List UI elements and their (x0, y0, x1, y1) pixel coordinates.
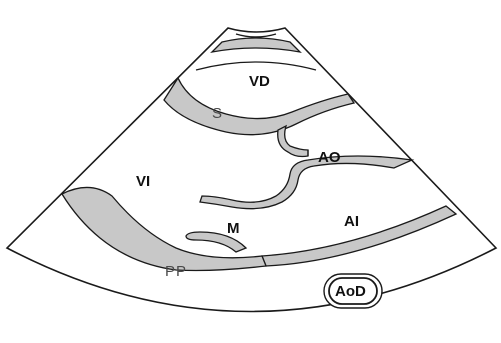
label-descending-aorta: AoD (335, 283, 366, 300)
label-right-ventricle: VD (249, 73, 270, 90)
label-left-ventricle: VI (136, 173, 150, 190)
label-mitral-valve: M (227, 220, 240, 237)
echo-sector-outline (7, 28, 496, 312)
label-septum: S (212, 105, 223, 122)
label-aortic-root: AO (318, 149, 341, 166)
label-left-atrium: AI (344, 213, 359, 230)
label-posterior-wall: PP (165, 263, 187, 280)
